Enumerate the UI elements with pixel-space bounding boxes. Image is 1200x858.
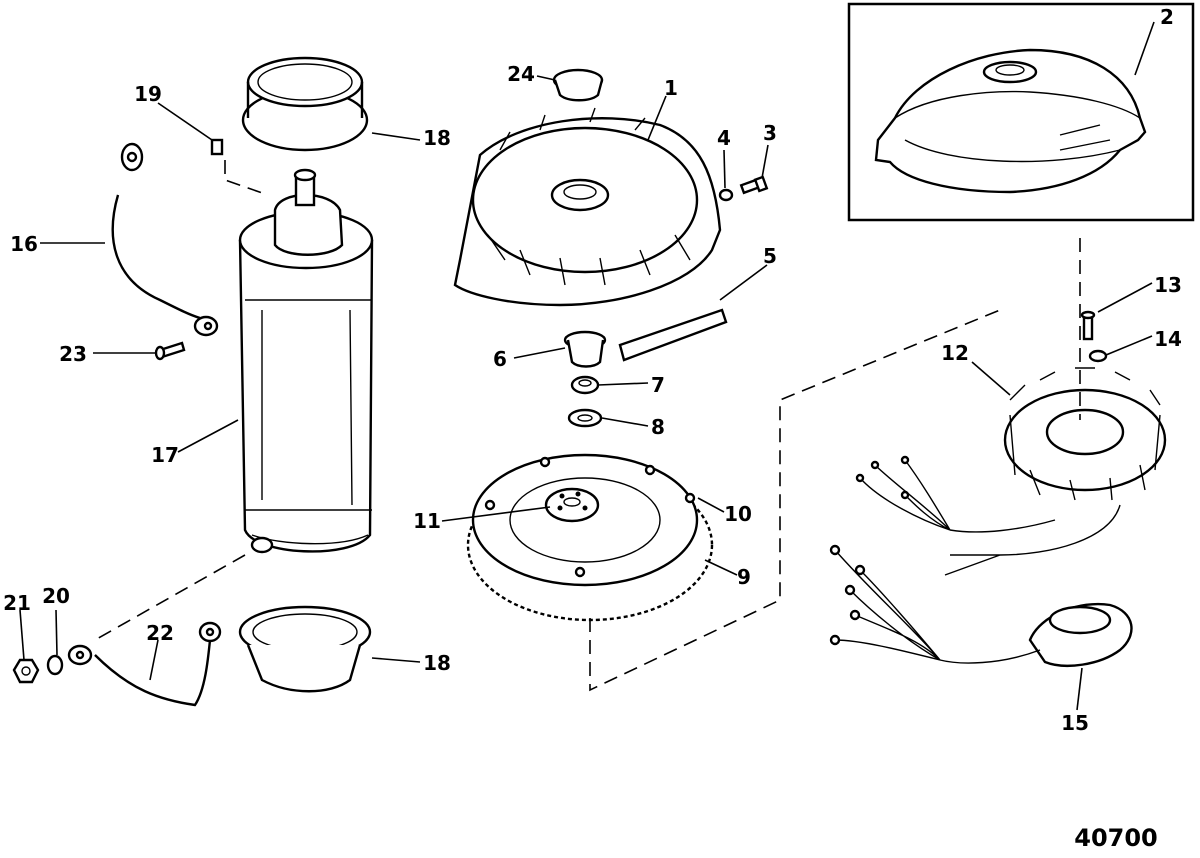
callout-8: 8: [651, 415, 665, 439]
strip-part: [618, 308, 728, 362]
callout-1: 1: [664, 76, 678, 100]
ring-upper-part: [241, 56, 369, 152]
callout-2: 2: [1160, 5, 1174, 29]
cap-part: [552, 68, 604, 102]
callout-12: 12: [941, 341, 969, 365]
hex-nut-part: [12, 658, 40, 684]
callout-6: 6: [493, 347, 507, 371]
washer-part: [718, 188, 734, 202]
nut-part: [570, 375, 600, 395]
flywheel-part: [466, 453, 714, 622]
bushing-part: [563, 330, 607, 368]
wiring-harness: [829, 455, 1121, 664]
screw-part: [1080, 310, 1096, 341]
callout-11: 11: [413, 509, 441, 533]
ring-lower-part: [238, 605, 372, 693]
callout-24: 24: [507, 62, 535, 86]
callout-19: 19: [134, 82, 162, 106]
leader-lines: [19, 21, 1155, 711]
callout-23: 23: [59, 342, 87, 366]
small-screw-part: [154, 341, 186, 361]
bolt-part: [739, 175, 769, 195]
callout-17: 17: [151, 443, 179, 467]
upper-cable-part: [111, 142, 219, 337]
callout-18-upper: 18: [423, 126, 451, 150]
callout-9: 9: [737, 565, 751, 589]
callout-13: 13: [1154, 273, 1182, 297]
callout-15: 15: [1061, 711, 1089, 735]
assembly-lines: [94, 160, 1081, 692]
inset-box: [847, 2, 1195, 222]
callout-20: 20: [42, 584, 70, 608]
trigger-part: [1028, 602, 1133, 667]
clip-part: [210, 138, 224, 156]
callout-18-lower: 18: [423, 651, 451, 675]
flywheel-cover-alt-part: [874, 48, 1147, 194]
stator-part: [1003, 367, 1167, 501]
callout-labels: 1 2 3 4 5 6 7 8 9 10 11 12 13 14 15 16 1…: [3, 5, 1182, 735]
callout-22: 22: [146, 621, 174, 645]
flat-washer-part: [567, 408, 603, 428]
lock-washer-part: [1088, 349, 1108, 363]
callout-10: 10: [724, 502, 752, 526]
callout-3: 3: [763, 121, 777, 145]
callout-16: 16: [10, 232, 38, 256]
starter-motor-part: [238, 168, 374, 554]
lower-cable-part: [67, 621, 222, 707]
callout-4: 4: [717, 126, 731, 150]
callout-14: 14: [1154, 327, 1182, 351]
callout-21: 21: [3, 591, 31, 615]
callout-5: 5: [763, 244, 777, 268]
flywheel-cover-part: [453, 107, 722, 307]
figure-number: 40700: [1074, 824, 1158, 852]
washer-small-part: [46, 654, 64, 676]
callout-7: 7: [651, 373, 665, 397]
